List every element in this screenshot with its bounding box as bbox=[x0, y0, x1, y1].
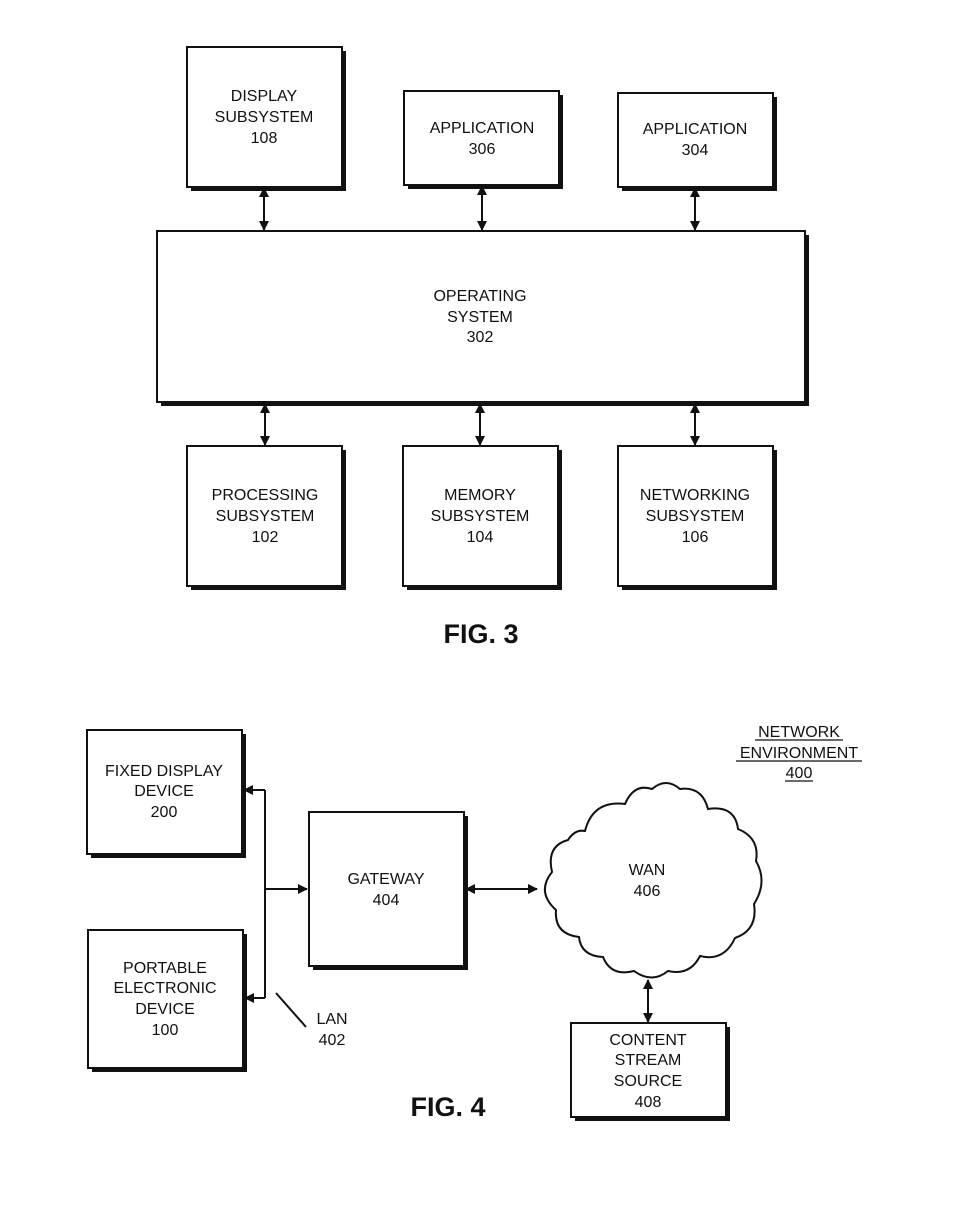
networking-subsystem-label-line1: NETWORKING bbox=[640, 487, 750, 504]
portable-electronic-device-box: PORTABLE ELECTRONIC DEVICE 100 bbox=[88, 930, 247, 1072]
application-306-number: 306 bbox=[469, 141, 496, 158]
application-304-number: 304 bbox=[682, 142, 709, 159]
portable-device-label-line3: DEVICE bbox=[135, 1001, 195, 1018]
processing-subsystem-box: PROCESSING SUBSYSTEM 102 bbox=[187, 446, 346, 590]
operating-system-number: 302 bbox=[467, 329, 494, 346]
lan-leader-line bbox=[276, 993, 306, 1027]
wan-cloud: WAN 406 bbox=[545, 783, 762, 978]
wan-label: WAN bbox=[629, 862, 666, 879]
operating-system-label-line1: OPERATING bbox=[433, 288, 526, 305]
display-subsystem-label-line1: DISPLAY bbox=[231, 88, 298, 105]
application-306-label: APPLICATION bbox=[430, 120, 535, 137]
lan-number: 402 bbox=[319, 1032, 346, 1049]
portable-device-number: 100 bbox=[152, 1022, 179, 1039]
operating-system-label-line2: SYSTEM bbox=[447, 309, 513, 326]
figure-3: DISPLAY SUBSYSTEM 108 APPLICATION 306 AP… bbox=[157, 47, 809, 649]
memory-subsystem-label-line1: MEMORY bbox=[444, 487, 516, 504]
cloud-icon bbox=[545, 783, 762, 978]
network-environment-label: NETWORK ENVIRONMENT 400 bbox=[736, 724, 862, 782]
fig3-caption: FIG. 3 bbox=[443, 619, 518, 649]
network-environment-number: 400 bbox=[786, 765, 813, 782]
display-subsystem-box: DISPLAY SUBSYSTEM 108 bbox=[187, 47, 346, 191]
memory-subsystem-box: MEMORY SUBSYSTEM 104 bbox=[403, 446, 562, 590]
network-environment-line2: ENVIRONMENT bbox=[740, 745, 858, 762]
gateway-label: GATEWAY bbox=[347, 871, 424, 888]
application-306-box: APPLICATION 306 bbox=[404, 91, 563, 189]
application-304-label: APPLICATION bbox=[643, 121, 748, 138]
fixed-display-device-box: FIXED DISPLAY DEVICE 200 bbox=[87, 730, 246, 858]
gateway-number: 404 bbox=[373, 892, 400, 909]
content-source-label-line1: CONTENT bbox=[609, 1032, 687, 1049]
fixed-display-device-number: 200 bbox=[151, 804, 178, 821]
content-source-label-line2: STREAM bbox=[615, 1052, 682, 1069]
fixed-display-device-label-line1: FIXED DISPLAY bbox=[105, 763, 223, 780]
memory-subsystem-number: 104 bbox=[467, 529, 494, 546]
processing-subsystem-label-line2: SUBSYSTEM bbox=[216, 508, 315, 525]
lan-label: LAN bbox=[316, 1011, 347, 1028]
networking-subsystem-number: 106 bbox=[682, 529, 709, 546]
network-environment-line1: NETWORK bbox=[758, 724, 840, 741]
gateway-box: GATEWAY 404 bbox=[309, 812, 468, 970]
figure-4: NETWORK ENVIRONMENT 400 FIXED DISPLAY DE… bbox=[87, 724, 862, 1122]
content-stream-source-box: CONTENT STREAM SOURCE 408 bbox=[571, 1023, 730, 1121]
portable-device-label-line1: PORTABLE bbox=[123, 960, 207, 977]
fig4-caption: FIG. 4 bbox=[410, 1092, 485, 1122]
memory-subsystem-label-line2: SUBSYSTEM bbox=[431, 508, 530, 525]
operating-system-box: OPERATING SYSTEM 302 bbox=[157, 231, 809, 406]
processing-subsystem-number: 102 bbox=[252, 529, 279, 546]
display-subsystem-label-line2: SUBSYSTEM bbox=[215, 109, 314, 126]
wan-number: 406 bbox=[634, 883, 661, 900]
content-source-label-line3: SOURCE bbox=[614, 1073, 682, 1090]
portable-device-label-line2: ELECTRONIC bbox=[113, 980, 216, 997]
processing-subsystem-label-line1: PROCESSING bbox=[212, 487, 319, 504]
application-304-box: APPLICATION 304 bbox=[618, 93, 777, 191]
content-source-number: 408 bbox=[635, 1094, 662, 1111]
networking-subsystem-box: NETWORKING SUBSYSTEM 106 bbox=[618, 446, 777, 590]
fixed-display-device-label-line2: DEVICE bbox=[134, 783, 194, 800]
display-subsystem-number: 108 bbox=[251, 130, 278, 147]
networking-subsystem-label-line2: SUBSYSTEM bbox=[646, 508, 745, 525]
